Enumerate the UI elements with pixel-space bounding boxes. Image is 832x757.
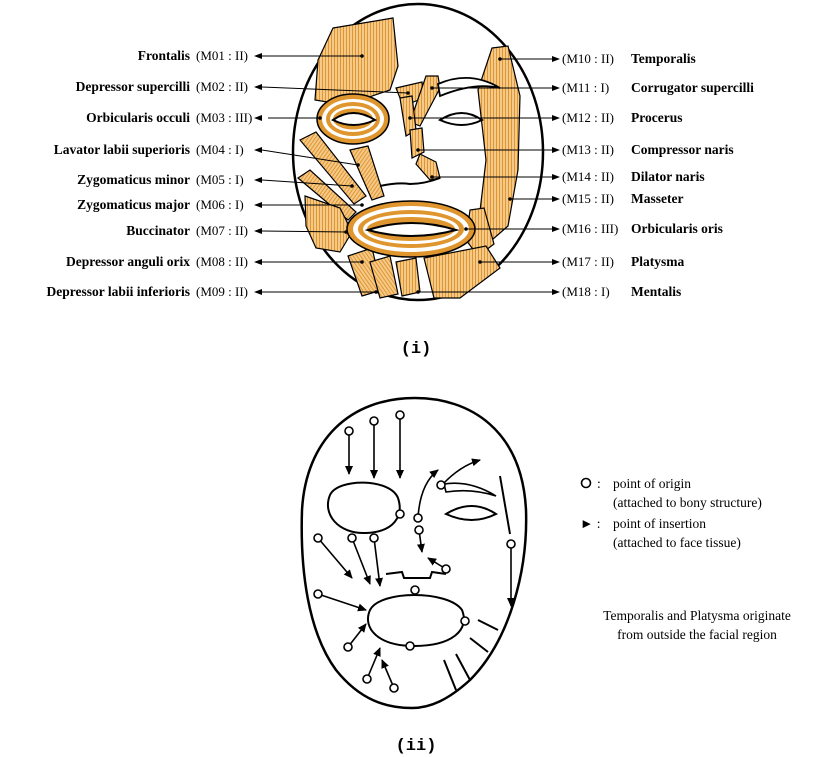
- muscle-name-right: Orbicularis oris: [631, 221, 723, 236]
- muscle-code-left: (M05 : I): [196, 172, 244, 187]
- pointer-arrowhead-left: [254, 202, 262, 208]
- pointer-arrowhead-right: [552, 174, 560, 180]
- muscle-name-left: Frontalis: [138, 48, 190, 63]
- pointer-arrowhead-right: [552, 196, 560, 202]
- origin-legend-line2: (attached to bony structure): [613, 495, 762, 510]
- pointer-arrowhead-right: [552, 85, 560, 91]
- insertion-legend-line2: (attached to face tissue): [613, 535, 741, 550]
- muscle-code-right: (M15 : II): [562, 191, 614, 206]
- pointer-arrowhead-right: [552, 147, 560, 153]
- pointer-arrowhead-left: [254, 147, 262, 153]
- muscle-code-right: (M11 : I): [562, 80, 609, 95]
- muscle-code-right: (M17 : II): [562, 254, 614, 269]
- note-line2: from outside the facial region: [617, 627, 777, 642]
- left-muscle-labels: Frontalis (M01 : II) Depressor supercilli (…: [47, 48, 263, 299]
- muscle-code-left: (M01 : II): [196, 48, 248, 63]
- pointer-arrowhead-right: [552, 226, 560, 232]
- muscle-code-left: (M06 : I): [196, 197, 244, 212]
- muscle-name-left: Zygomaticus minor: [77, 172, 190, 187]
- pointer-arrowhead-right: [552, 259, 560, 265]
- muscle-code-left: (M03 : III): [196, 110, 252, 125]
- pointer-arrowhead-right: [552, 56, 560, 62]
- pointer-arrowhead-left: [254, 53, 262, 59]
- caption-part-ii: (ii): [396, 737, 437, 756]
- muscle-name-left: Orbicularis occuli: [86, 110, 190, 125]
- muscle-name-right: Temporalis: [631, 51, 696, 66]
- muscle-name-right: Masseter: [631, 191, 683, 206]
- muscle-code-left: (M09 : II): [196, 284, 248, 299]
- muscle-code-right: (M10 : II): [562, 51, 614, 66]
- muscle-code-left: (M02 : II): [196, 79, 248, 94]
- muscle-code-right: (M18 : I): [562, 284, 610, 299]
- insertion-legend-line1: point of insertion: [613, 516, 706, 531]
- muscle-name-left: Lavator labii superioris: [54, 142, 190, 157]
- pointer-arrowhead-left: [254, 115, 262, 121]
- muscle-name-left: Buccinator: [126, 223, 190, 238]
- origin-legend-line1: point of origin: [613, 476, 691, 491]
- note-line1: Temporalis and Platysma originate: [603, 608, 791, 623]
- face-outline-2: [302, 398, 526, 708]
- face-muscle-map: [262, 4, 552, 300]
- muscle-name-left: Depressor supercilli: [76, 79, 191, 94]
- muscle-name-left: Depressor anguli orix: [66, 254, 190, 269]
- pointer-arrowhead-right: [552, 115, 560, 121]
- legend: : point of origin (attached to bony stru…: [580, 476, 762, 550]
- muscle-name-right: Corrugator supercilli: [631, 80, 754, 95]
- muscle-code-right: (M14 : II): [562, 169, 614, 184]
- pointer-arrowhead-left: [254, 259, 262, 265]
- muscle-code-left: (M07 : II): [196, 223, 248, 238]
- pointer-arrowhead-left: [254, 177, 262, 183]
- pointer-arrowhead-right: [552, 289, 560, 295]
- origin-legend-icon: [582, 479, 591, 488]
- caption-part-i: (i): [401, 340, 432, 359]
- muscle-name-right: Platysma: [631, 254, 684, 269]
- muscle-code-right: (M13 : II): [562, 142, 614, 157]
- muscle-code-right: (M12 : II): [562, 110, 614, 125]
- muscle-name-right: Procerus: [631, 110, 682, 125]
- insertion-legend-symbol: ► :: [580, 516, 601, 531]
- muscle-name-right: Compressor naris: [631, 142, 734, 157]
- muscle-name-left: Depressor labii inferioris: [47, 284, 191, 299]
- muscle-name-right: Dilator naris: [631, 169, 705, 184]
- origin-legend-colon: :: [597, 476, 601, 491]
- muscle-code-right: (M16 : III): [562, 221, 618, 236]
- note: Temporalis and Platysma originate from o…: [603, 608, 791, 642]
- pointer-arrowhead-left: [254, 289, 262, 295]
- muscle-name-right: Mentalis: [631, 284, 681, 299]
- pointer-arrowhead-left: [254, 84, 262, 90]
- compressor-naris-muscle: [410, 128, 424, 158]
- right-muscle-labels: (M10 : II) Temporalis (M11 : I) Corrugator …: [552, 51, 754, 299]
- face-origin-insertion-map: [302, 398, 526, 708]
- muscle-code-left: (M08 : II): [196, 254, 248, 269]
- muscle-code-left: (M04 : I): [196, 142, 244, 157]
- pointer-arrowhead-left: [254, 228, 262, 234]
- muscle-name-left: Zygomaticus major: [77, 197, 190, 212]
